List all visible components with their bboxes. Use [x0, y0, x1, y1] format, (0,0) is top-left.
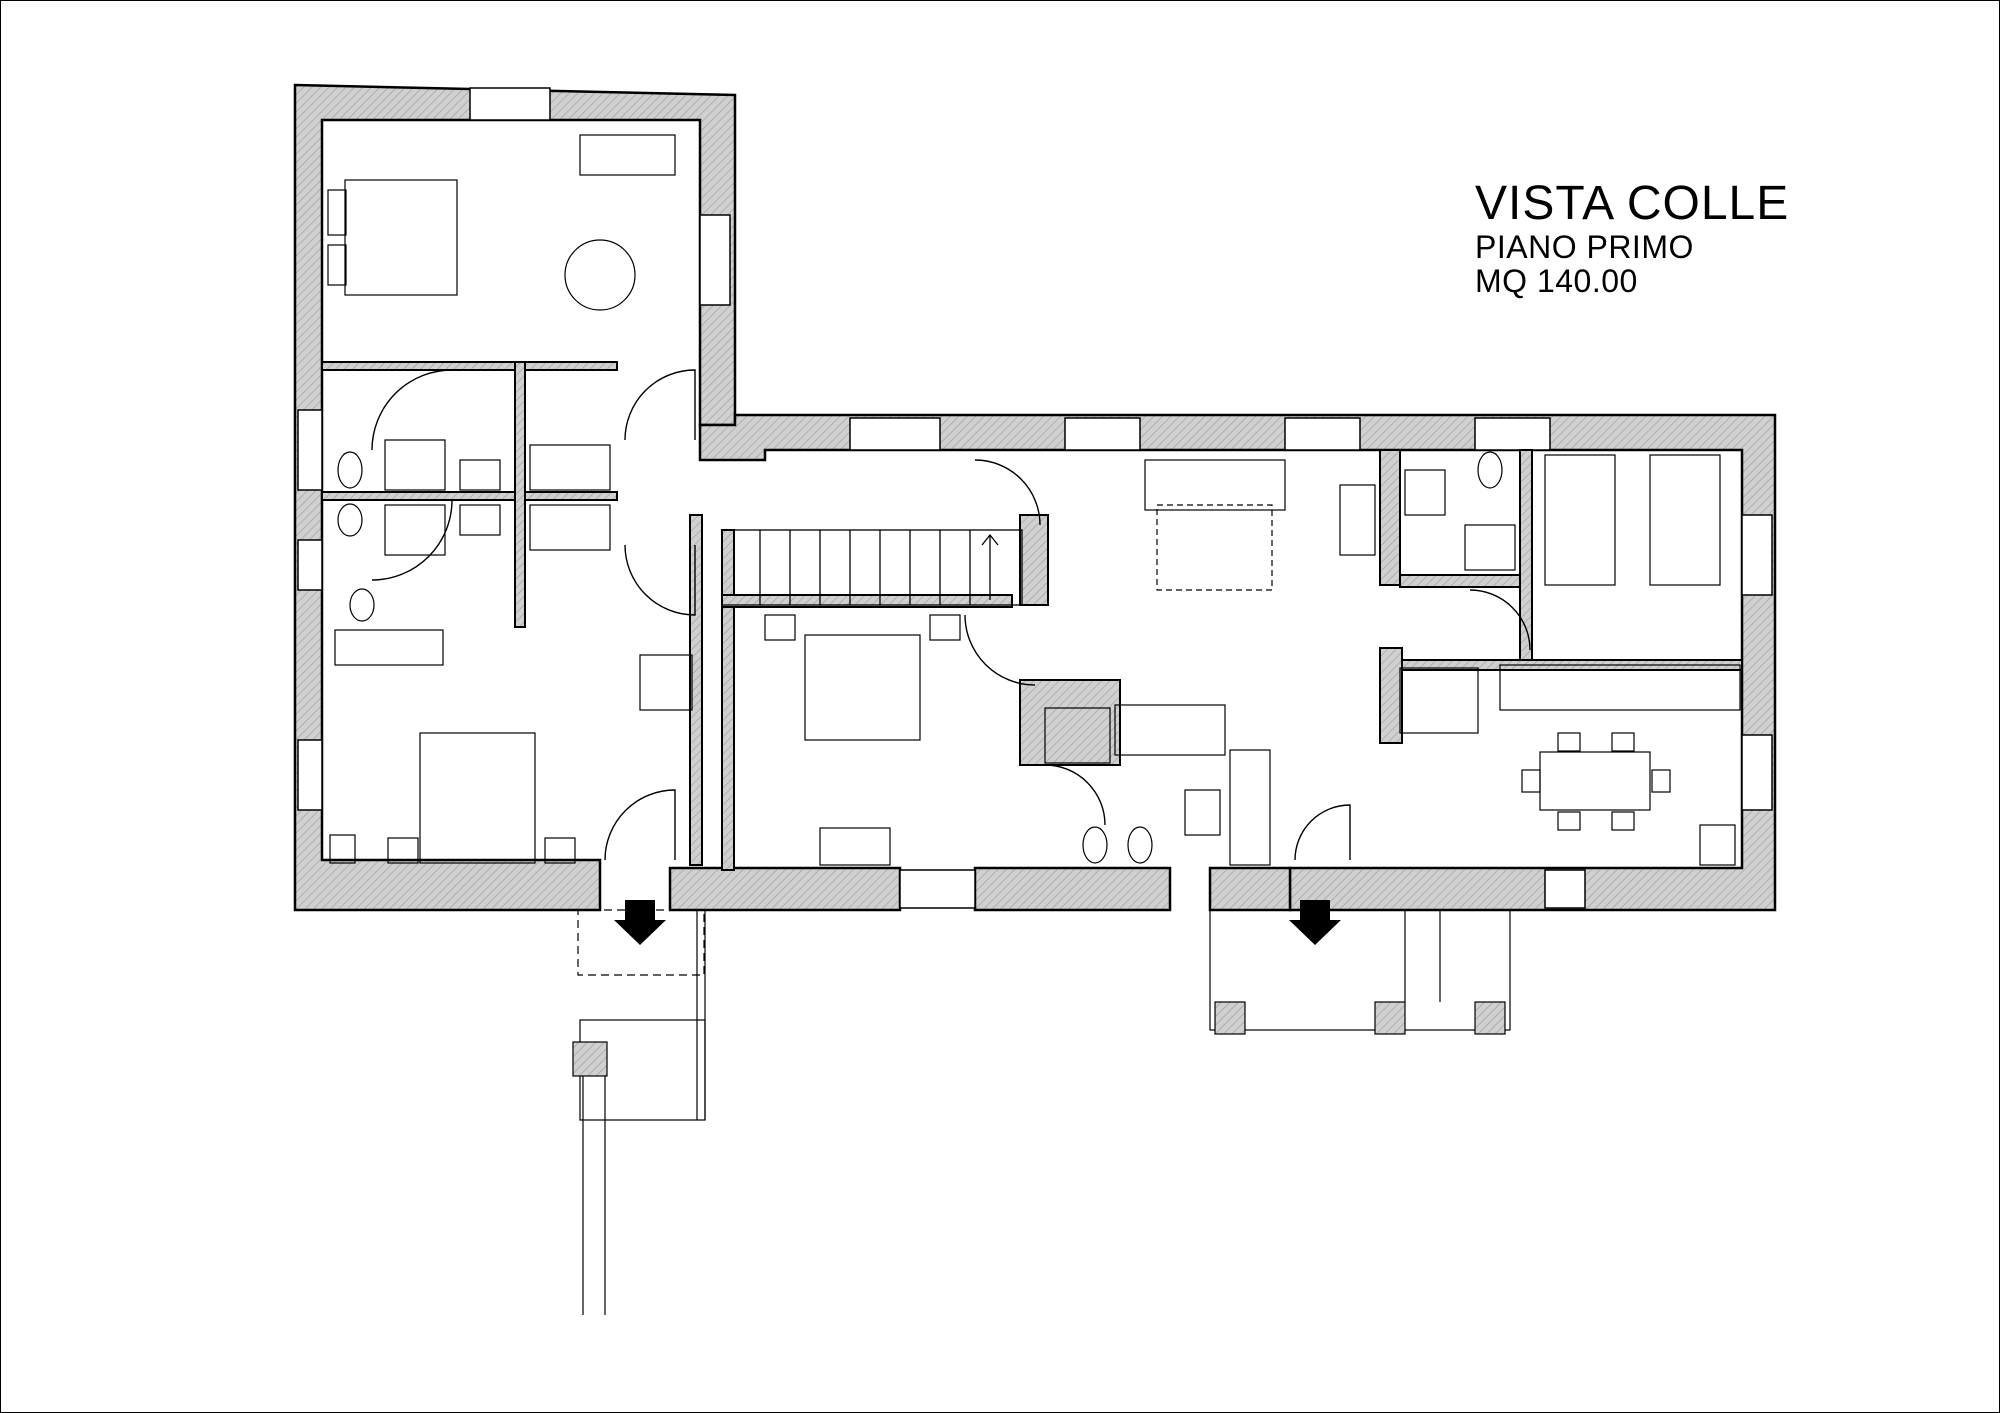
- bidet-icon: [1477, 451, 1503, 489]
- shower-icon: [1464, 524, 1516, 571]
- entrance-arrow-icon: [614, 900, 1341, 945]
- chair-icon: [1611, 732, 1635, 752]
- fireplace-icon: [1399, 667, 1479, 734]
- bed-icon: [804, 634, 921, 741]
- bed-icon: [1649, 454, 1721, 586]
- area-label: MQ 140.00: [1475, 263, 1638, 299]
- bed-icon: [419, 732, 536, 864]
- sofa-icon: [1144, 459, 1286, 511]
- chair-icon: [1557, 811, 1581, 831]
- toilet-icon: [1082, 826, 1108, 864]
- dining-table-icon: [564, 239, 636, 311]
- stove-icon: [1499, 664, 1741, 711]
- bed-icon: [1544, 454, 1616, 586]
- shower-icon: [384, 504, 446, 556]
- title-block: VISTA COLLE PIANO PRIMO MQ 140.00: [1475, 177, 1790, 299]
- staircase-icon: [721, 529, 1023, 606]
- exterior-stairs: [572, 909, 1511, 1315]
- sink-icon: [459, 504, 501, 536]
- bidet-icon: [349, 588, 375, 622]
- bidet-icon: [337, 503, 363, 537]
- chair-icon: [1557, 732, 1581, 752]
- windows: [297, 87, 1773, 909]
- sink-icon: [1184, 789, 1221, 836]
- chair-icon: [1611, 811, 1635, 831]
- bidet-icon: [1127, 826, 1153, 864]
- doors: [371, 369, 1531, 861]
- chair-icon: [1521, 769, 1541, 793]
- chair-icon: [1651, 769, 1671, 793]
- furniture: [327, 134, 1741, 866]
- dining-table-icon: [1539, 751, 1651, 811]
- exterior-walls: [293, 83, 1777, 912]
- toilet-icon: [337, 451, 363, 489]
- shower-icon: [384, 439, 446, 491]
- floor-label: PIANO PRIMO: [1475, 229, 1694, 265]
- plan-title: VISTA COLLE: [1475, 177, 1790, 230]
- bed-icon: [344, 179, 458, 296]
- sink-icon: [1404, 469, 1446, 516]
- sink-icon: [459, 459, 501, 491]
- shower-icon: [1044, 707, 1111, 764]
